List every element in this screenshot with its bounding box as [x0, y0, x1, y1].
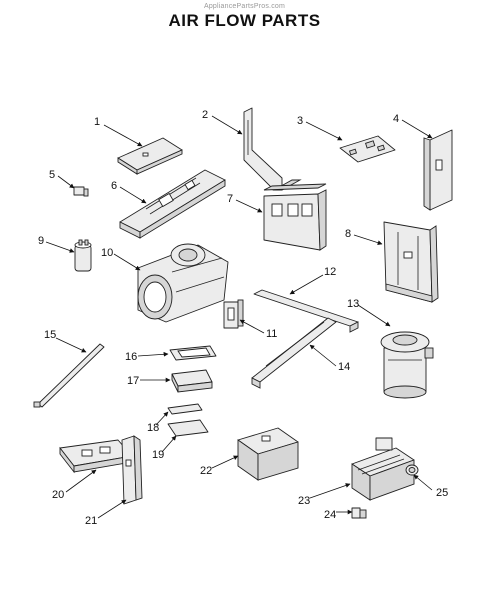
callout-5: 5	[49, 169, 55, 181]
callout-4: 4	[393, 113, 399, 125]
part-8-back-panel[interactable]	[383, 221, 439, 303]
callout-19: 19	[152, 449, 164, 461]
callout-7: 7	[227, 193, 233, 205]
callout-21: 21	[85, 515, 97, 527]
callout-11: 11	[266, 328, 277, 340]
callout-3: 3	[297, 115, 303, 127]
part-9-capacitor[interactable]	[74, 239, 92, 272]
part-16-frame[interactable]	[169, 345, 217, 361]
part-24-clip[interactable]	[351, 507, 367, 519]
part-1-cover[interactable]	[117, 137, 183, 175]
part-12-rail[interactable]	[253, 289, 359, 333]
part-20-tray[interactable]	[59, 439, 133, 474]
part-7-duct-plate[interactable]	[263, 183, 327, 251]
callout-labels: 1 2 3 4 5 6 7 8 9 10 11 12 13 14 15 16 1…	[38, 109, 448, 527]
callout-10: 10	[101, 247, 113, 259]
callout-25: 25	[436, 487, 448, 499]
part-15-rod[interactable]	[33, 343, 105, 408]
part-6-vent-panel[interactable]	[119, 169, 226, 239]
part-17-duct[interactable]	[171, 369, 213, 393]
part-10-blower[interactable]	[137, 243, 229, 323]
page-title: AIR FLOW PARTS	[168, 11, 321, 30]
part-14-rail[interactable]	[251, 317, 337, 389]
callout-12: 12	[324, 266, 336, 278]
part-25-antenna[interactable]	[405, 464, 419, 476]
callout-16: 16	[125, 351, 137, 363]
part-3-control-board[interactable]	[339, 135, 396, 163]
callout-1: 1	[94, 116, 100, 128]
watermark: AppliancePartsPros.com	[203, 3, 286, 10]
callout-8: 8	[345, 228, 351, 240]
callout-9: 9	[38, 235, 44, 247]
callout-24: 24	[324, 509, 336, 521]
part-4-side-panel[interactable]	[423, 129, 453, 211]
part-2-bracket[interactable]	[243, 107, 302, 191]
part-22-bracket[interactable]	[237, 427, 299, 481]
part-5-clip[interactable]	[73, 186, 89, 197]
callout-23: 23	[298, 495, 310, 507]
callout-18: 18	[147, 422, 159, 434]
leader-lines	[45, 115, 433, 519]
callout-15: 15	[44, 329, 56, 341]
callout-17: 17	[127, 375, 139, 387]
part-11-damper[interactable]	[223, 299, 244, 329]
callout-14: 14	[338, 361, 350, 373]
part-21-bracket[interactable]	[121, 435, 143, 505]
callout-22: 22	[200, 465, 212, 477]
callout-2: 2	[202, 109, 208, 121]
part-13-fan-motor[interactable]	[380, 331, 434, 399]
part-18-strip[interactable]	[167, 403, 203, 415]
callout-20: 20	[52, 489, 64, 501]
part-23-magnetron[interactable]	[351, 437, 415, 501]
callout-6: 6	[111, 180, 117, 192]
callout-13: 13	[347, 298, 359, 310]
part-19-pad[interactable]	[167, 419, 209, 437]
